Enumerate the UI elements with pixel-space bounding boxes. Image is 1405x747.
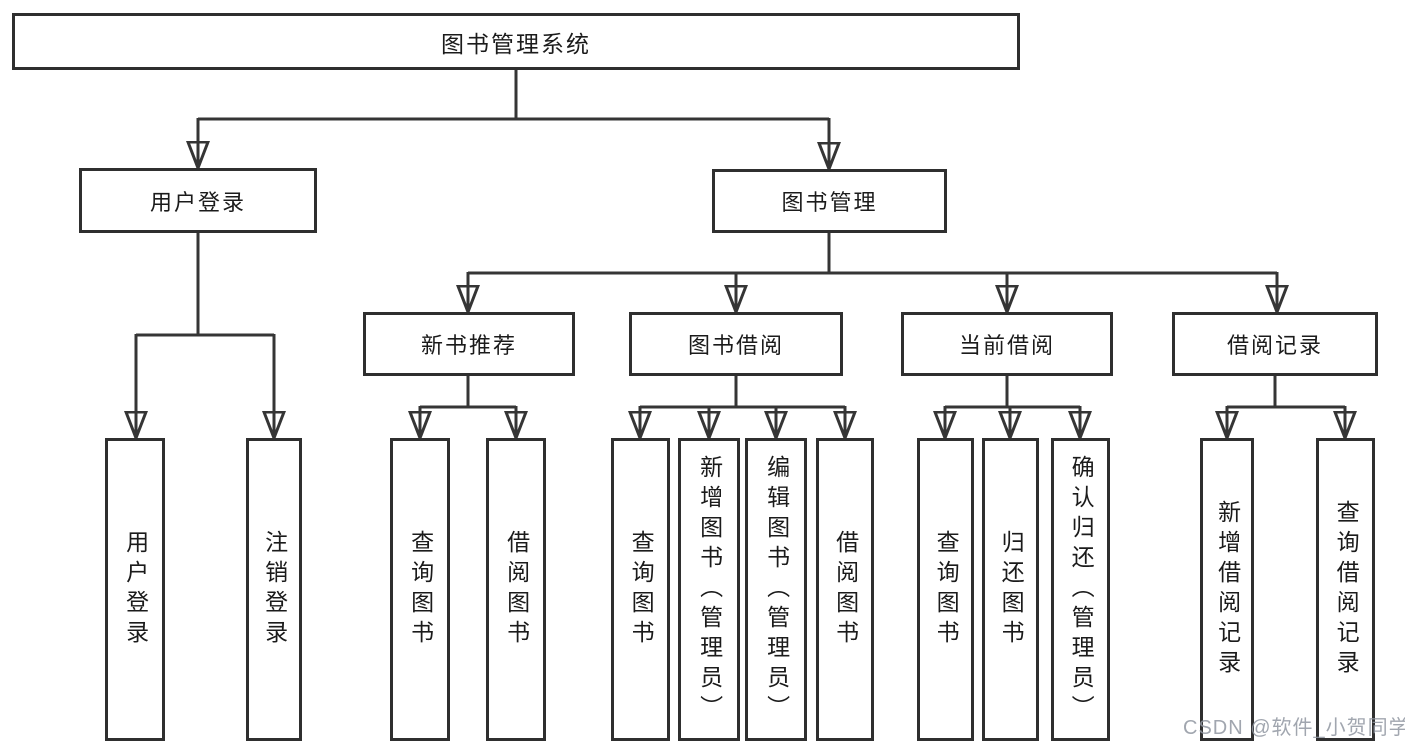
leaf-query-books-borrow-label: 查询图书 xyxy=(628,529,655,650)
csdn-watermark: CSDN @软件_小贺同学 xyxy=(1183,717,1405,739)
leaf-add-books-admin: 新增图书（管理员） xyxy=(678,438,740,741)
leaf-query-books-recommend: 查询图书 xyxy=(390,438,450,741)
node-user-login-label: 用户登录 xyxy=(149,189,246,215)
leaf-borrow-books-label: 借阅图书 xyxy=(832,529,859,650)
node-borrow-records: 借阅记录 xyxy=(1172,312,1378,376)
node-current-borrow-label: 当前借阅 xyxy=(958,333,1055,358)
leaf-borrow-books-recommend: 借阅图书 xyxy=(486,438,546,741)
connector-borrow-records-children xyxy=(1227,376,1345,437)
leaf-query-borrow-record-label: 查询借阅记录 xyxy=(1333,499,1360,680)
leaf-query-books-borrow: 查询图书 xyxy=(611,438,670,741)
node-borrow-records-label: 借阅记录 xyxy=(1226,333,1323,358)
leaf-return-books: 归还图书 xyxy=(982,438,1039,741)
node-new-book-recommend-label: 新书推荐 xyxy=(420,333,517,358)
node-root-system-label: 图书管理系统 xyxy=(441,30,591,57)
connector-user-login-children xyxy=(136,233,274,437)
leaf-confirm-return-admin: 确认归还（管理员） xyxy=(1051,438,1110,741)
leaf-edit-books-admin: 编辑图书（管理员） xyxy=(745,438,807,741)
leaf-edit-books-admin-label: 编辑图书（管理员） xyxy=(763,454,790,725)
connector-book-management-children xyxy=(468,233,1277,311)
leaf-return-books-label: 归还图书 xyxy=(998,529,1025,650)
leaf-confirm-return-admin-label: 确认归还（管理员） xyxy=(1068,454,1095,725)
leaf-logout-login-label: 注销登录 xyxy=(261,529,288,650)
leaf-user-login-label: 用户登录 xyxy=(122,529,149,650)
leaf-query-borrow-record: 查询借阅记录 xyxy=(1316,438,1375,741)
node-new-book-recommend: 新书推荐 xyxy=(363,312,575,376)
connector-book-borrow-children xyxy=(640,376,845,437)
node-book-borrow-label: 图书借阅 xyxy=(687,333,784,358)
leaf-add-borrow-record: 新增借阅记录 xyxy=(1200,438,1254,741)
leaf-query-books-current: 查询图书 xyxy=(917,438,974,741)
node-book-borrow: 图书借阅 xyxy=(629,312,843,376)
connector-root-to-level2 xyxy=(198,70,829,168)
node-book-management-label: 图书管理 xyxy=(781,190,878,215)
leaf-query-books-recommend-label: 查询图书 xyxy=(407,529,434,650)
leaf-query-books-current-label: 查询图书 xyxy=(933,529,960,650)
leaf-add-borrow-record-label: 新增借阅记录 xyxy=(1214,499,1241,680)
leaf-borrow-books-recommend-label: 借阅图书 xyxy=(503,529,530,650)
leaf-logout-login: 注销登录 xyxy=(246,438,302,741)
connector-current-borrow-children xyxy=(945,376,1080,437)
node-user-login: 用户登录 xyxy=(79,168,317,233)
node-book-management: 图书管理 xyxy=(712,169,947,233)
connector-new-book-recommend-children xyxy=(420,376,516,437)
leaf-borrow-books: 借阅图书 xyxy=(816,438,874,741)
leaf-user-login: 用户登录 xyxy=(105,438,165,741)
node-current-borrow: 当前借阅 xyxy=(901,312,1113,376)
leaf-add-books-admin-label: 新增图书（管理员） xyxy=(696,454,723,725)
node-root-system: 图书管理系统 xyxy=(12,13,1020,70)
